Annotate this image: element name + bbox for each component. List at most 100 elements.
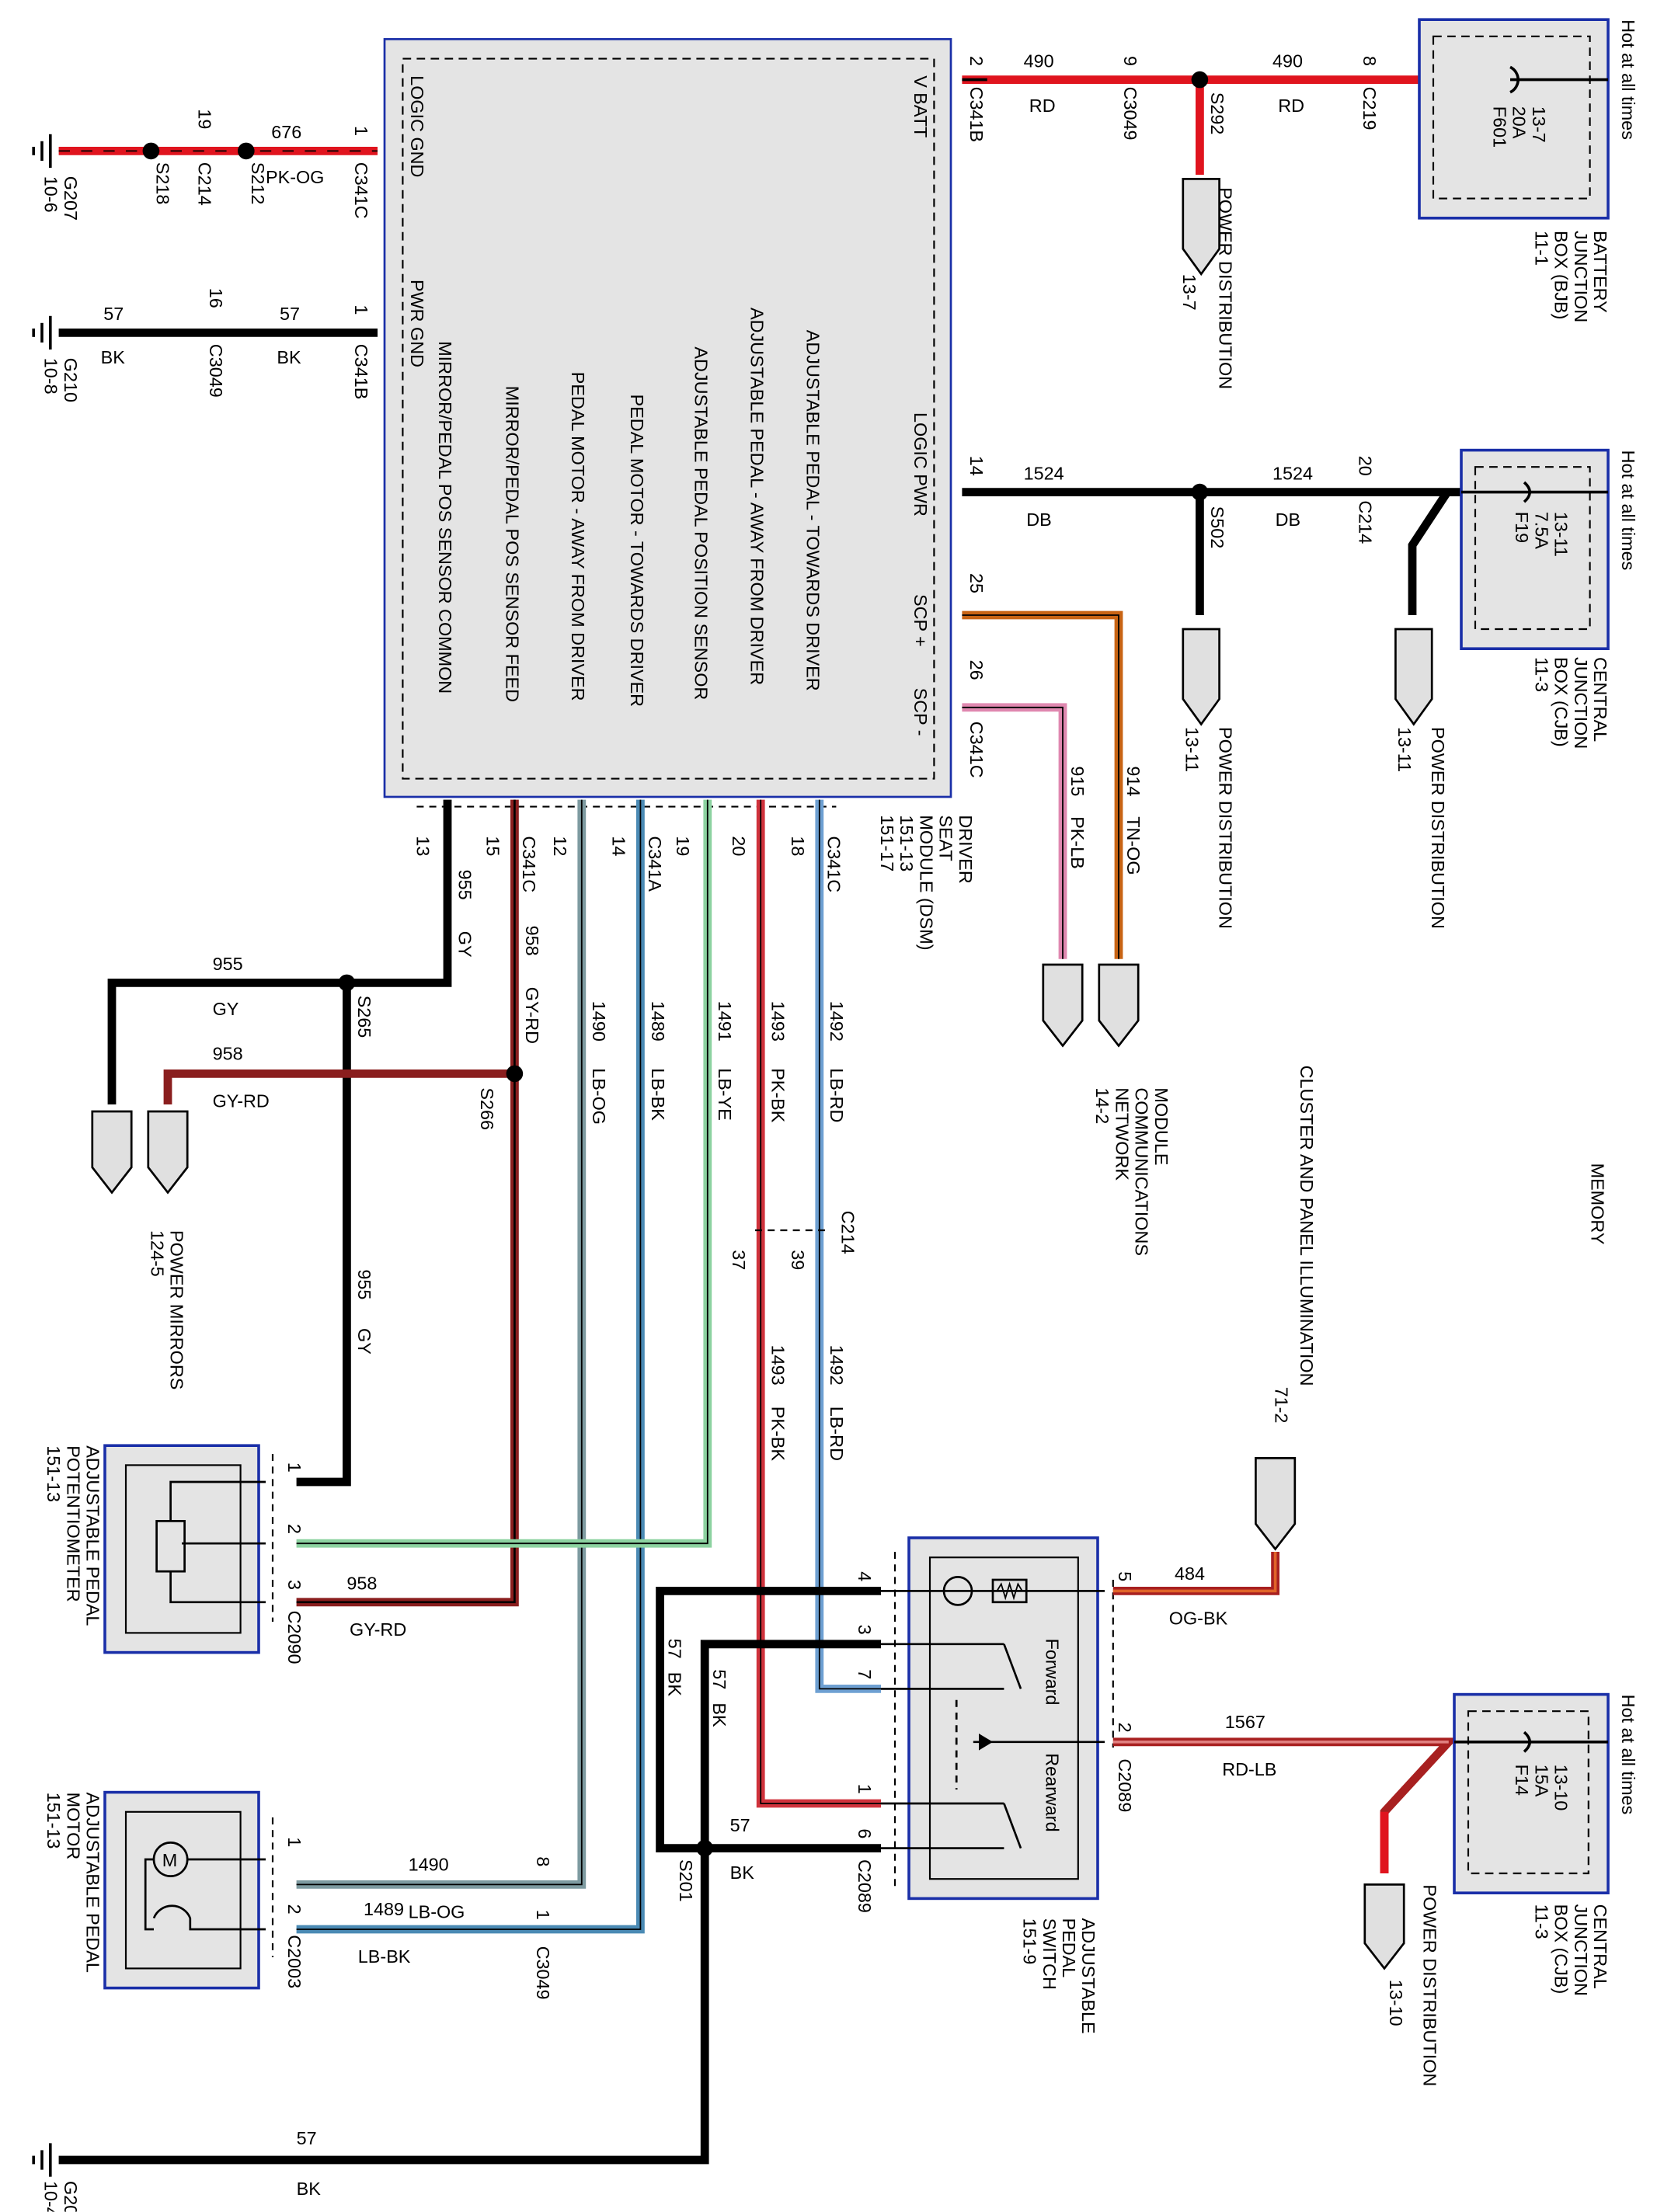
conn-c341c-scp: C341C bbox=[966, 722, 987, 778]
splice-s502-label: S502 bbox=[1207, 506, 1227, 549]
wire-958-circuit-2: 958 bbox=[213, 1043, 243, 1063]
pin-14-logic-pwr: 14 bbox=[966, 456, 987, 476]
bjb-name: BATTERY JUNCTION BOX (BJB) 11-1 bbox=[1531, 231, 1610, 322]
conn-c341b-top: C341B bbox=[966, 87, 987, 143]
conn-c3049-bottom: C3049 bbox=[533, 1946, 553, 2000]
pd-cjb2-label: POWER DISTRIBUTION bbox=[1419, 1884, 1440, 2086]
motor-pin-1: 1 bbox=[284, 1837, 305, 1847]
pin-12: 12 bbox=[550, 836, 570, 856]
wire-676-color: PK-OG bbox=[266, 167, 324, 187]
wire-958-color: GY-RD bbox=[522, 987, 542, 1044]
hot-cjb1: Hot at all times bbox=[1618, 450, 1638, 571]
diode-icon bbox=[979, 1734, 993, 1751]
wire-915-color: PK-LB bbox=[1067, 816, 1088, 869]
module-comm-connector-2 bbox=[1098, 963, 1140, 1048]
pd-s502-label: POWER DISTRIBUTION bbox=[1216, 727, 1236, 929]
svg-text:BOX (CJB): BOX (CJB) bbox=[1551, 657, 1572, 747]
wire-958-circuit: 958 bbox=[522, 926, 542, 956]
wire-57-color-2: BK bbox=[277, 347, 301, 367]
power-distribution-connector-s502 bbox=[1182, 628, 1220, 726]
svg-text:ADJUSTABLE: ADJUSTABLE bbox=[1078, 1918, 1098, 2034]
svg-text:151-13: 151-13 bbox=[896, 815, 917, 871]
motor-pin-2: 2 bbox=[284, 1904, 305, 1915]
dsm-pin-adj-pos: ADJUSTABLE PEDAL POSITION SENSOR bbox=[691, 346, 712, 700]
motor-ref: 151-13 bbox=[44, 1793, 64, 1849]
svg-text:NETWORK: NETWORK bbox=[1112, 1087, 1132, 1181]
dsm-module-inner bbox=[402, 57, 935, 780]
wire-1490-color-2: LB-OG bbox=[409, 1902, 465, 1922]
fuse-f14-label: F14 bbox=[1512, 1765, 1532, 1796]
pin-25-scp-plus: 25 bbox=[966, 573, 987, 593]
svg-text:SEAT: SEAT bbox=[936, 815, 956, 861]
wire-490-color-2: RD bbox=[1278, 96, 1304, 116]
module-comm-connector-1 bbox=[1042, 963, 1084, 1048]
wire-57-circuit: 57 bbox=[103, 304, 124, 324]
switch-pin-3: 3 bbox=[855, 1625, 875, 1635]
conn-c219: C219 bbox=[1359, 87, 1380, 130]
splice-s266 bbox=[506, 1065, 524, 1083]
svg-text:CENTRAL: CENTRAL bbox=[1590, 1904, 1610, 1989]
conn-c214-inline: C214 bbox=[838, 1211, 858, 1254]
wire-955 bbox=[296, 799, 452, 1487]
power-distribution-connector-cjb1 bbox=[1394, 628, 1433, 726]
fuse-f601-label: F601 bbox=[1489, 106, 1509, 148]
ground-g210-icon bbox=[32, 315, 52, 350]
dsm-pin-scp-plus: SCP + bbox=[910, 594, 931, 647]
wire-1524-circuit: 1524 bbox=[1024, 463, 1064, 483]
wire-914-color: TN-OG bbox=[1123, 816, 1144, 875]
wire-57-sw-color: BK bbox=[664, 1672, 684, 1697]
pot-pin-1: 1 bbox=[284, 1462, 305, 1473]
svg-text:151-17: 151-17 bbox=[877, 815, 897, 871]
hot-cjb2: Hot at all times bbox=[1618, 1695, 1638, 1815]
ground-g202-icon bbox=[32, 2143, 52, 2177]
wire-57-g202-circuit: 57 bbox=[297, 2128, 317, 2148]
power-mirrors-label: POWER MIRRORS bbox=[167, 1230, 187, 1389]
wire-57-sw-color-2: BK bbox=[709, 1702, 729, 1727]
wire-1524-color: DB bbox=[1026, 510, 1052, 530]
dsm-pin-motor-away: PEDAL MOTOR - AWAY FROM DRIVER bbox=[568, 372, 588, 701]
switch-pin-4: 4 bbox=[855, 1571, 875, 1581]
potentiometer-label-2: POTENTIOMETER bbox=[63, 1445, 83, 1602]
motor-box bbox=[103, 1790, 260, 1990]
power-distribution-connector-s292 bbox=[1182, 178, 1220, 276]
wire-490-circuit-2: 490 bbox=[1272, 50, 1303, 71]
wire-1490-circuit: 1490 bbox=[589, 1001, 609, 1042]
svg-text:11-3: 11-3 bbox=[1531, 1904, 1551, 1939]
wire-1567-color: RD-LB bbox=[1222, 1759, 1276, 1779]
potentiometer-ref: 151-13 bbox=[44, 1445, 64, 1502]
wire-676-circuit: 676 bbox=[271, 122, 301, 142]
splice-s266-label: S266 bbox=[477, 1087, 497, 1130]
svg-text:BOX (BJB): BOX (BJB) bbox=[1551, 231, 1572, 319]
wire-484-color: OG-BK bbox=[1169, 1609, 1228, 1629]
wire-57-circuit-2: 57 bbox=[280, 304, 300, 324]
forward-switch-icon bbox=[1003, 1643, 1022, 1689]
fuse-f601-rating: 20A bbox=[1509, 106, 1530, 139]
dsm-pin-adj-away: ADJUSTABLE PEDAL - AWAY FROM DRIVER bbox=[747, 308, 768, 685]
wire-1489-color: LB-BK bbox=[648, 1068, 668, 1121]
pin-20-c214: 20 bbox=[1356, 456, 1376, 476]
dsm-pin-vbatt: V BATT bbox=[910, 75, 931, 137]
conn-c341c-right: C341C bbox=[824, 836, 844, 892]
svg-text:11-1: 11-1 bbox=[1531, 231, 1551, 266]
ground-g202-ref: 10-4 bbox=[41, 2181, 61, 2212]
wire-1493-circuit: 1493 bbox=[768, 1001, 789, 1042]
wire-1490-color: LB-OG bbox=[589, 1068, 609, 1125]
wire-958-mirror bbox=[163, 1069, 515, 1104]
splice-s292 bbox=[1191, 71, 1209, 89]
fuse-f19-rating: 7.5A bbox=[1531, 512, 1551, 550]
splice-s212-label: S212 bbox=[248, 162, 268, 205]
fuse-f14-rating: 15A bbox=[1531, 1765, 1551, 1797]
splice-s265 bbox=[338, 974, 356, 992]
splice-s218 bbox=[142, 142, 160, 160]
wire-955-color-3: GY bbox=[354, 1328, 374, 1355]
switch-pin-7: 7 bbox=[855, 1669, 875, 1679]
pd-cjb1-ref: 13-11 bbox=[1394, 727, 1415, 772]
ground-g202-label: G202 bbox=[61, 2181, 81, 2212]
wire-1493-color-2: PK-BK bbox=[768, 1407, 789, 1462]
ground-g207-ref: 10-6 bbox=[41, 176, 61, 213]
power-mirrors-connector-1 bbox=[91, 1110, 133, 1195]
cjb2-name: CENTRAL JUNCTION BOX (CJB) 11-3 bbox=[1531, 1904, 1610, 1996]
svg-text:MODULE: MODULE bbox=[1151, 1087, 1171, 1165]
ground-g210-label: G210 bbox=[61, 358, 81, 402]
